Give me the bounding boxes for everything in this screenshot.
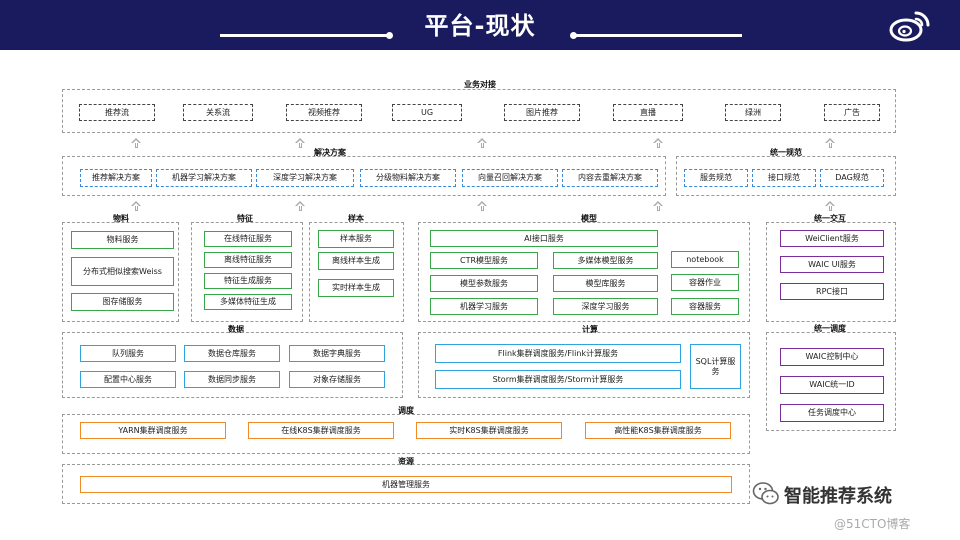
interaction-group bbox=[766, 222, 896, 322]
label-data: 数据 bbox=[228, 325, 244, 334]
data-group bbox=[62, 332, 403, 398]
sample-item: 实时样本生成 bbox=[318, 279, 394, 297]
standard-item: 服务规范 bbox=[684, 169, 748, 187]
business-item: 关系流 bbox=[183, 104, 253, 121]
sample-item: 离线样本生成 bbox=[318, 252, 394, 270]
resource-group bbox=[62, 464, 750, 504]
model-item: 模型参数服务 bbox=[430, 275, 538, 292]
label-feature: 特征 bbox=[237, 214, 253, 223]
solution-item: 深度学习解决方案 bbox=[256, 169, 354, 187]
dispatch-item: WAIC控制中心 bbox=[780, 348, 884, 366]
model-item: CTR模型服务 bbox=[430, 252, 538, 269]
sample-item: 样本服务 bbox=[318, 230, 394, 248]
solution-item: 机器学习解决方案 bbox=[156, 169, 252, 187]
model-item: 多媒体模型服务 bbox=[553, 252, 658, 269]
model-ai-service: AI接口服务 bbox=[430, 230, 658, 247]
interaction-item: WeiClient服务 bbox=[780, 230, 884, 247]
resource-item: 机器管理服务 bbox=[80, 476, 732, 493]
model-item: 机器学习服务 bbox=[430, 298, 538, 315]
solution-item: 内容去重解决方案 bbox=[562, 169, 658, 187]
banner-line-left bbox=[220, 34, 388, 37]
material-group bbox=[62, 222, 179, 322]
model-item: 容器服务 bbox=[671, 298, 739, 315]
label-model: 模型 bbox=[581, 214, 597, 223]
model-item: 容器作业 bbox=[671, 274, 739, 291]
data-item: 配置中心服务 bbox=[80, 371, 176, 388]
label-interaction: 统一交互 bbox=[814, 214, 846, 223]
business-item: 广告 bbox=[824, 104, 880, 121]
feature-item: 特征生成服务 bbox=[204, 273, 292, 289]
data-item: 队列服务 bbox=[80, 345, 176, 362]
data-item: 对象存储服务 bbox=[289, 371, 385, 388]
dispatch-item: 任务调度中心 bbox=[780, 404, 884, 422]
wechat-icon bbox=[752, 482, 779, 505]
banner-dot-right bbox=[570, 32, 577, 39]
label-solution: 解决方案 bbox=[314, 148, 346, 157]
feature-item: 离线特征服务 bbox=[204, 252, 292, 268]
standard-group bbox=[676, 156, 896, 196]
watermark-text: 智能推荐系统 bbox=[784, 486, 892, 507]
banner-dot-left bbox=[386, 32, 393, 39]
schedule-item: 高性能K8S集群调度服务 bbox=[585, 422, 731, 439]
compute-group bbox=[418, 332, 750, 398]
interaction-item: WAIC UI服务 bbox=[780, 256, 884, 273]
business-item: 视频推荐 bbox=[286, 104, 362, 121]
business-item: 直播 bbox=[613, 104, 683, 121]
sample-group bbox=[309, 222, 404, 322]
feature-item: 多媒体特征生成 bbox=[204, 294, 292, 310]
compute-sql: SQL计算服务 bbox=[690, 344, 741, 389]
feature-item: 在线特征服务 bbox=[204, 231, 292, 247]
data-item: 数据同步服务 bbox=[184, 371, 280, 388]
material-item: 分布式相似搜索Weiss bbox=[71, 257, 174, 286]
banner-line-right bbox=[574, 34, 742, 37]
business-item: 绿洲 bbox=[725, 104, 781, 121]
schedule-item: 在线K8S集群调度服务 bbox=[248, 422, 394, 439]
compute-flink: Flink集群调度服务/Flink计算服务 bbox=[435, 344, 681, 363]
schedule-group bbox=[62, 414, 750, 454]
data-item: 数据仓库服务 bbox=[184, 345, 280, 362]
label-dispatch: 统一调度 bbox=[814, 324, 846, 333]
schedule-item: 实时K8S集群调度服务 bbox=[416, 422, 562, 439]
solution-item: 分级物料解决方案 bbox=[360, 169, 456, 187]
schedule-item: YARN集群调度服务 bbox=[80, 422, 226, 439]
solution-item: 推荐解决方案 bbox=[80, 169, 152, 187]
watermark: 智能推荐系统 bbox=[752, 479, 952, 509]
label-sample: 样本 bbox=[348, 214, 364, 223]
model-item: 深度学习服务 bbox=[553, 298, 658, 315]
compute-storm: Storm集群调度服务/Storm计算服务 bbox=[435, 370, 681, 389]
model-item: 模型库服务 bbox=[553, 275, 658, 292]
material-item: 图存储服务 bbox=[71, 293, 174, 311]
weibo-logo-icon bbox=[889, 11, 930, 42]
business-item: UG bbox=[392, 104, 462, 121]
dispatch-item: WAIC统一ID bbox=[780, 376, 884, 394]
business-item: 推荐流 bbox=[79, 104, 155, 121]
business-item: 图片推荐 bbox=[504, 104, 580, 121]
label-material: 物料 bbox=[113, 214, 129, 223]
label-schedule: 调度 bbox=[398, 406, 414, 415]
standard-item: DAG规范 bbox=[820, 169, 884, 187]
page-title: 平台-现状 bbox=[424, 12, 536, 40]
title-banner: 平台-现状 bbox=[0, 0, 960, 50]
label-compute: 计算 bbox=[582, 325, 598, 334]
interaction-item: RPC接口 bbox=[780, 283, 884, 300]
feature-group bbox=[191, 222, 303, 322]
model-item: notebook bbox=[671, 251, 739, 268]
business-group bbox=[62, 89, 896, 133]
material-item: 物料服务 bbox=[71, 231, 174, 249]
standard-item: 接口规范 bbox=[752, 169, 816, 187]
dispatch-group bbox=[766, 332, 896, 431]
data-item: 数据字典服务 bbox=[289, 345, 385, 362]
solution-group bbox=[62, 156, 666, 196]
label-standard: 统一规范 bbox=[770, 148, 802, 157]
label-business: 业务对接 bbox=[464, 80, 496, 89]
label-resource: 资源 bbox=[398, 457, 414, 466]
model-group bbox=[418, 222, 750, 322]
solution-item: 向量召回解决方案 bbox=[462, 169, 558, 187]
credit-text: @51CTO博客 bbox=[834, 517, 911, 531]
